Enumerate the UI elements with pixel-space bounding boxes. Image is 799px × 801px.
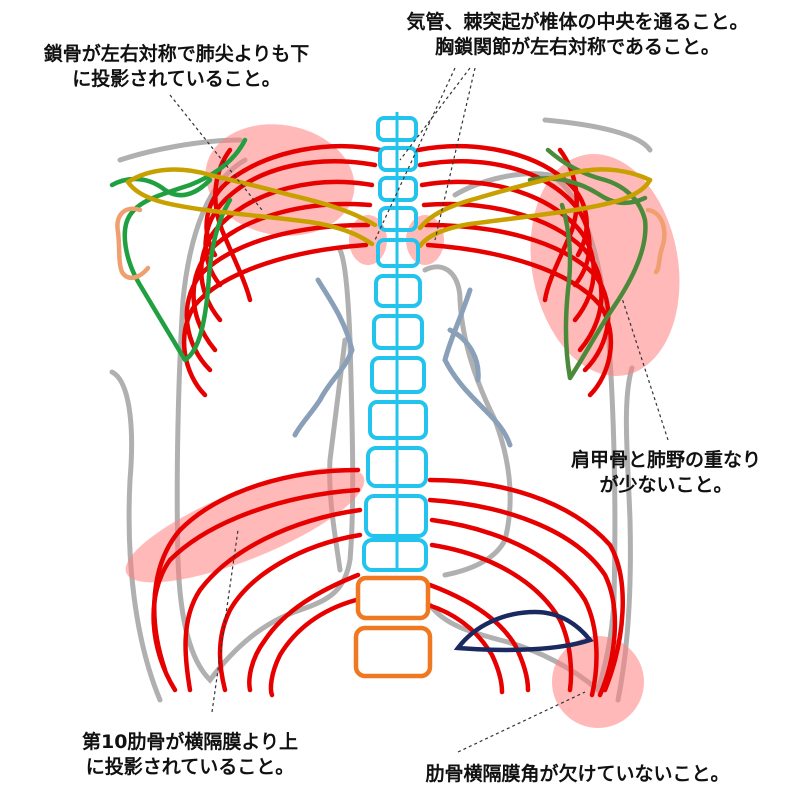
rib (151, 487, 361, 693)
rib (199, 179, 375, 323)
clavicle-annotation: 鎖骨が左右対称で肺尖よりも下 に投影されていること。 (4, 42, 349, 92)
right-clavicle-lower (417, 177, 653, 249)
left-scapula (122, 137, 248, 363)
scapula-leader (621, 297, 669, 441)
lumbar-spine (353, 575, 433, 679)
spine (362, 112, 428, 572)
rib (423, 222, 611, 373)
rib (427, 582, 531, 693)
rib10-leader (211, 529, 239, 713)
rib (184, 222, 371, 373)
left-body-contour (109, 369, 163, 703)
rib (425, 242, 614, 398)
clavicle-leader (169, 94, 263, 211)
right-humeral-head (645, 207, 667, 275)
left-clavicle-lower (125, 179, 375, 247)
left-vessel-outline (292, 277, 355, 438)
mediastinal-vessels (292, 277, 513, 448)
scapula-annotation: 肩甲骨と肺野の重なり が少ないこと。 (540, 448, 792, 498)
rib (425, 602, 505, 695)
sternoclavicular-leader-left (434, 67, 476, 241)
vertebra (362, 538, 428, 572)
costophrenic-annotation-line1: 肋骨横隔膜角が欠けていないこと。 (425, 763, 730, 785)
aortic-outline (447, 327, 481, 383)
lumbar-vertebra (353, 625, 433, 679)
clavicle-annotation-line1: 鎖骨が左右対称で肺尖よりも下 (43, 43, 310, 65)
clavicle-annotation-line2: に投影されていること。 (72, 68, 281, 90)
right-shoulder-outline (542, 117, 653, 153)
costophrenic-annotation: 肋骨横隔膜角が欠けていないこと。 (380, 762, 775, 787)
rib (429, 542, 574, 693)
rib (268, 597, 359, 698)
rib (247, 572, 361, 693)
lumbar-vertebra (355, 575, 431, 621)
left-humeral-head (115, 206, 151, 281)
trachea-annotation: 気管、棘突起が椎体の中央を通ること。 胸鎖関節が左右対称であること。 (360, 10, 795, 60)
rib (217, 532, 363, 693)
sternoclavicular-leader-right (374, 67, 456, 241)
rib (542, 147, 579, 303)
scapula-annotation-line2: が少ないこと。 (599, 474, 733, 496)
rib (427, 477, 625, 693)
ribs (151, 144, 625, 698)
rib (183, 507, 363, 693)
leader-lines (169, 67, 669, 753)
costophrenic-angle-highlight (552, 636, 644, 728)
left-clavicle (125, 167, 378, 228)
rib10-annotation-line2: に投影されていること。 (85, 756, 295, 778)
trachea-leader (399, 67, 471, 161)
right-clavicle (417, 167, 653, 231)
gastric-bubble (453, 609, 594, 653)
rib10-annotation-line1: 第10肋骨が横隔膜より上 (81, 731, 299, 753)
rib (429, 517, 599, 698)
right-vessel-outline (442, 287, 513, 448)
rib (427, 497, 618, 698)
trachea-annotation-line1: 気管、棘突起が椎体の中央を通ること。 (406, 11, 749, 33)
rib (181, 242, 369, 398)
scapula-annotation-line1: 肩甲骨と肺野の重なり (570, 449, 761, 471)
rib (421, 201, 604, 353)
clavicles (125, 167, 653, 249)
rib (419, 179, 596, 323)
rib10-annotation: 第10肋骨が横隔膜より上 に投影されていること。 (40, 730, 340, 780)
trachea-annotation-line2: 胸鎖関節が左右対称であること。 (435, 36, 720, 58)
right-scapula (545, 147, 648, 381)
